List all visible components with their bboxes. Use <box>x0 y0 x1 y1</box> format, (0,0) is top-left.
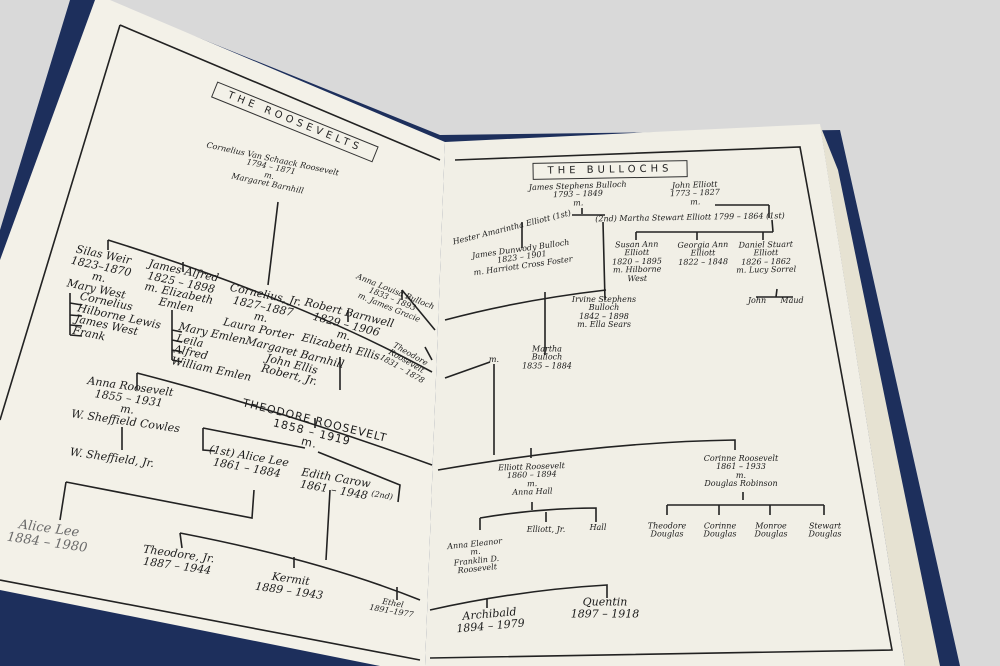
person-irvine-stephens-bulloch: Irvine Stephens Bulloch 1842 – 1898 m. E… <box>571 295 637 330</box>
right-page-border <box>429 146 893 659</box>
person-susan-ann-elliott: Susan Ann Elliott 1820 – 1895 m. Hilborn… <box>612 239 662 283</box>
person-elliott-jr: Elliott, Jr. <box>526 524 566 534</box>
left-page-border <box>0 24 441 661</box>
bulloch-tree-lines <box>429 204 825 611</box>
marriage-mark: m. <box>488 354 500 364</box>
bullochs-title: THE BULLOCHS <box>532 160 688 180</box>
person-john: John <box>747 295 767 305</box>
person-georgia-ann-elliott: Georgia Ann Elliott 1822 – 1848 <box>677 239 729 267</box>
person-james-stephens-bulloch: James Stephens Bulloch 1793 – 1849 m. <box>528 179 627 208</box>
person-corinne-roosevelt: Corinne Roosevelt 1861 – 1933 m. Douglas… <box>703 454 779 489</box>
right-page-edges <box>820 125 940 666</box>
person-quentin: Quentin 1897 – 1918 <box>570 595 640 620</box>
person-corinne-douglas: Corinne Douglas <box>703 521 737 539</box>
roosevelt-tree-lines <box>59 201 436 601</box>
person-john-elliott: John Elliott 1773 – 1827 m. <box>669 179 721 207</box>
person-theodore-douglas: Theodore Douglas <box>647 521 687 539</box>
person-elliott-roosevelt: Elliott Roosevelt 1860 – 1894 m. Anna Ha… <box>497 461 566 498</box>
person-martha-bulloch: Martha Bulloch 1835 – 1884 <box>522 344 572 371</box>
person-anna-eleanor: Anna Eleanor m. Franklin D. Roosevelt <box>446 536 503 576</box>
person-monroe-douglas: Monroe Douglas <box>754 521 788 539</box>
person-daniel-stuart-elliott: Daniel Stuart Elliott 1826 – 1862 m. Luc… <box>736 239 797 275</box>
person-maud: Maud <box>780 295 804 305</box>
left-page <box>0 0 445 666</box>
person-hall: Hall <box>589 522 607 532</box>
person-stewart-douglas: Stewart Douglas <box>808 521 842 539</box>
right-page <box>425 124 905 666</box>
